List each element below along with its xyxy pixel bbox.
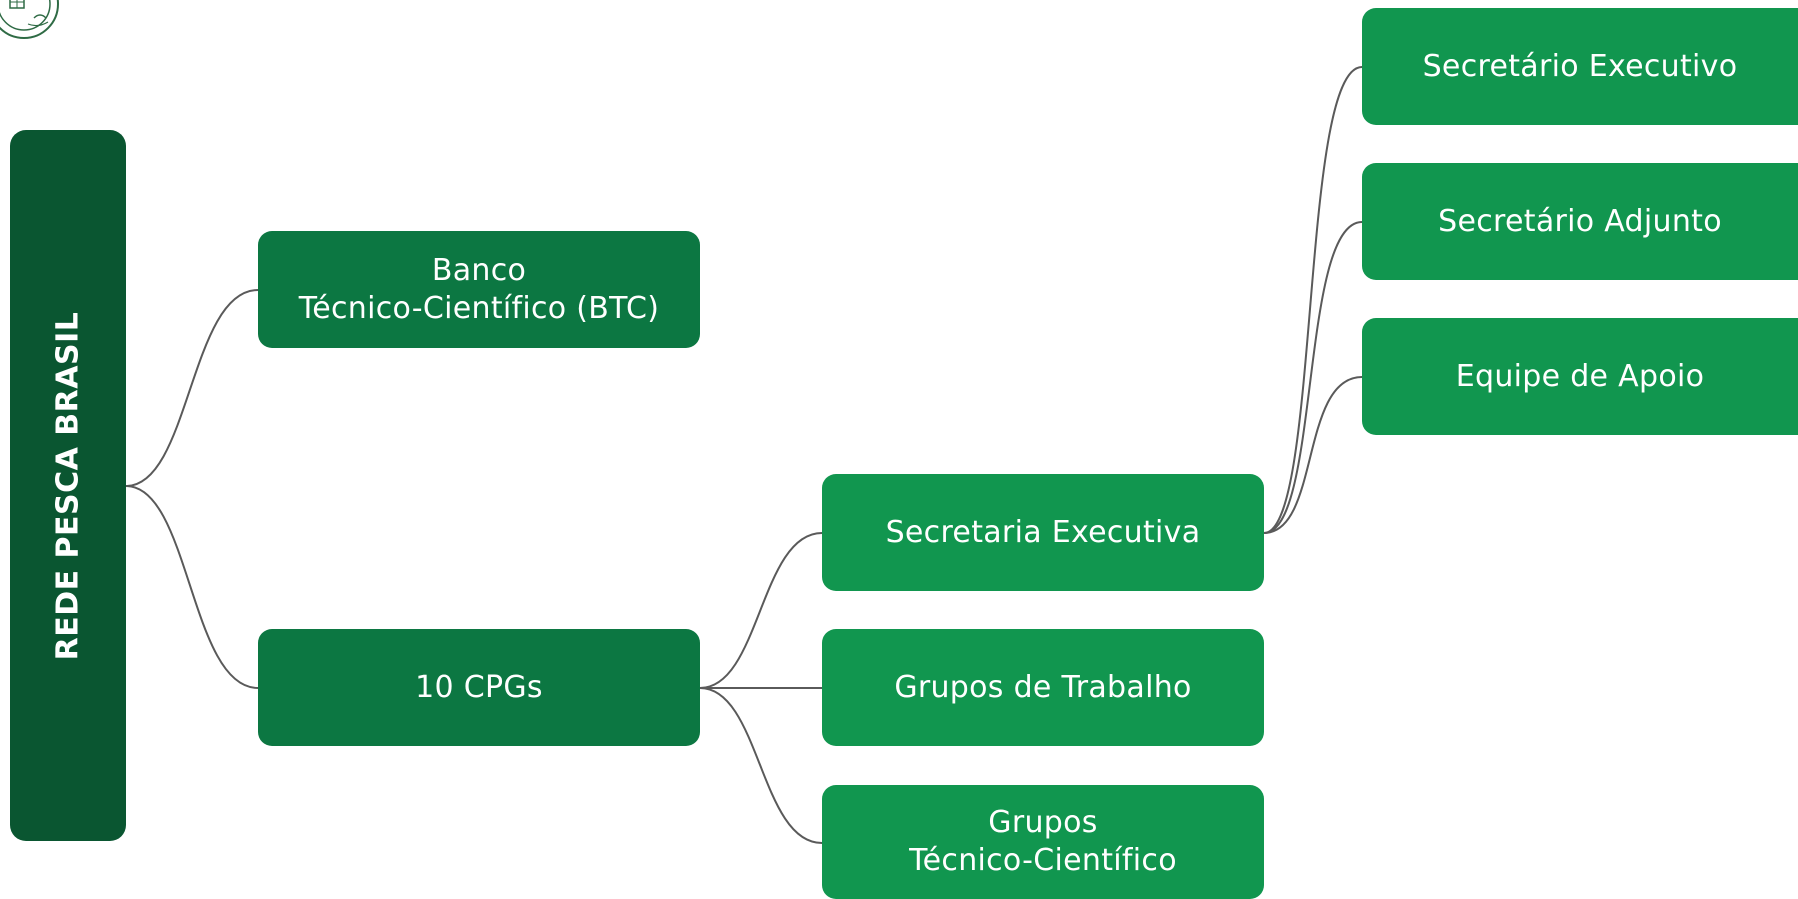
- root-node-rede-pesca-brasil: REDE PESCA BRASIL: [10, 130, 126, 841]
- connector-cpgs-grupos-tc: [699, 687, 823, 844]
- connector-secretaria-equipe-apoio: [1263, 376, 1363, 534]
- node-grupos-tecnico-cientifico: Grupos Técnico-Científico: [822, 785, 1264, 899]
- seal-logo-icon: [0, 0, 59, 39]
- root-label: REDE PESCA BRASIL: [50, 311, 86, 660]
- node-secretario-executivo: Secretário Executivo: [1362, 8, 1798, 125]
- node-banco-line2: Técnico-Científico (BTC): [298, 290, 660, 326]
- connector-secretaria-secretario-adjunto: [1263, 221, 1363, 534]
- node-equipe-apoio-label: Equipe de Apoio: [1455, 358, 1705, 394]
- connector-secretaria-secretario-executivo: [1263, 66, 1363, 534]
- node-10-cpgs: 10 CPGs: [258, 629, 700, 746]
- node-grupos-tc-line1: Grupos: [988, 805, 1098, 840]
- node-banco-tecnico-cientifico: Banco Técnico-Científico (BTC): [258, 231, 700, 348]
- node-grupos-tc-line2: Técnico-Científico: [909, 843, 1177, 878]
- node-secretaria-label: Secretaria Executiva: [885, 514, 1201, 550]
- node-grupos-trabalho-label: Grupos de Trabalho: [894, 669, 1192, 705]
- connector-root-cpgs: [125, 485, 259, 689]
- node-secretaria-executiva: Secretaria Executiva: [822, 474, 1264, 591]
- node-banco-line1: Banco: [431, 252, 527, 288]
- node-secretario-adjunto: Secretário Adjunto: [1362, 163, 1798, 280]
- node-grupos-de-trabalho: Grupos de Trabalho: [822, 629, 1264, 746]
- node-secretario-adjunto-label: Secretário Adjunto: [1438, 203, 1722, 239]
- node-equipe-de-apoio: Equipe de Apoio: [1362, 318, 1798, 435]
- node-cpgs-label: 10 CPGs: [415, 669, 543, 705]
- node-secretario-executivo-label: Secretário Executivo: [1422, 48, 1738, 84]
- connector-root-banco: [125, 289, 259, 487]
- connector-cpgs-secretaria: [699, 532, 823, 689]
